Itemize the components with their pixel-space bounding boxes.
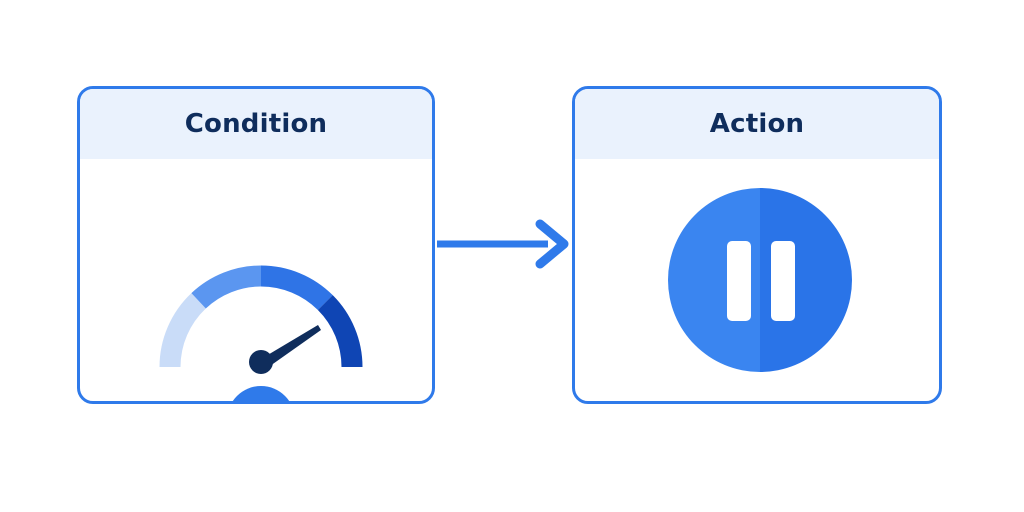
gauge-icon (159, 265, 363, 401)
condition-header: Condition (80, 89, 432, 159)
condition-body: $ (80, 159, 432, 401)
gauge-hub (249, 350, 273, 374)
pause-circle (668, 188, 852, 372)
condition-card: Condition $ (77, 86, 435, 404)
pause-bar-left (727, 241, 751, 321)
pause-icon (668, 188, 852, 372)
gauge-segment-high (317, 295, 363, 368)
gauge-segment-mid-low (191, 265, 262, 309)
condition-title: Condition (184, 109, 328, 139)
gauge-needle (266, 325, 321, 366)
gauge-segment-mid-high (260, 265, 333, 311)
action-body (575, 159, 939, 401)
gauge-segment-low (159, 293, 207, 368)
action-card: Action (572, 86, 942, 404)
action-title: Action (709, 109, 805, 139)
pause-bar-right (771, 241, 795, 321)
action-header: Action (575, 89, 939, 159)
dollar-icon (232, 386, 290, 401)
